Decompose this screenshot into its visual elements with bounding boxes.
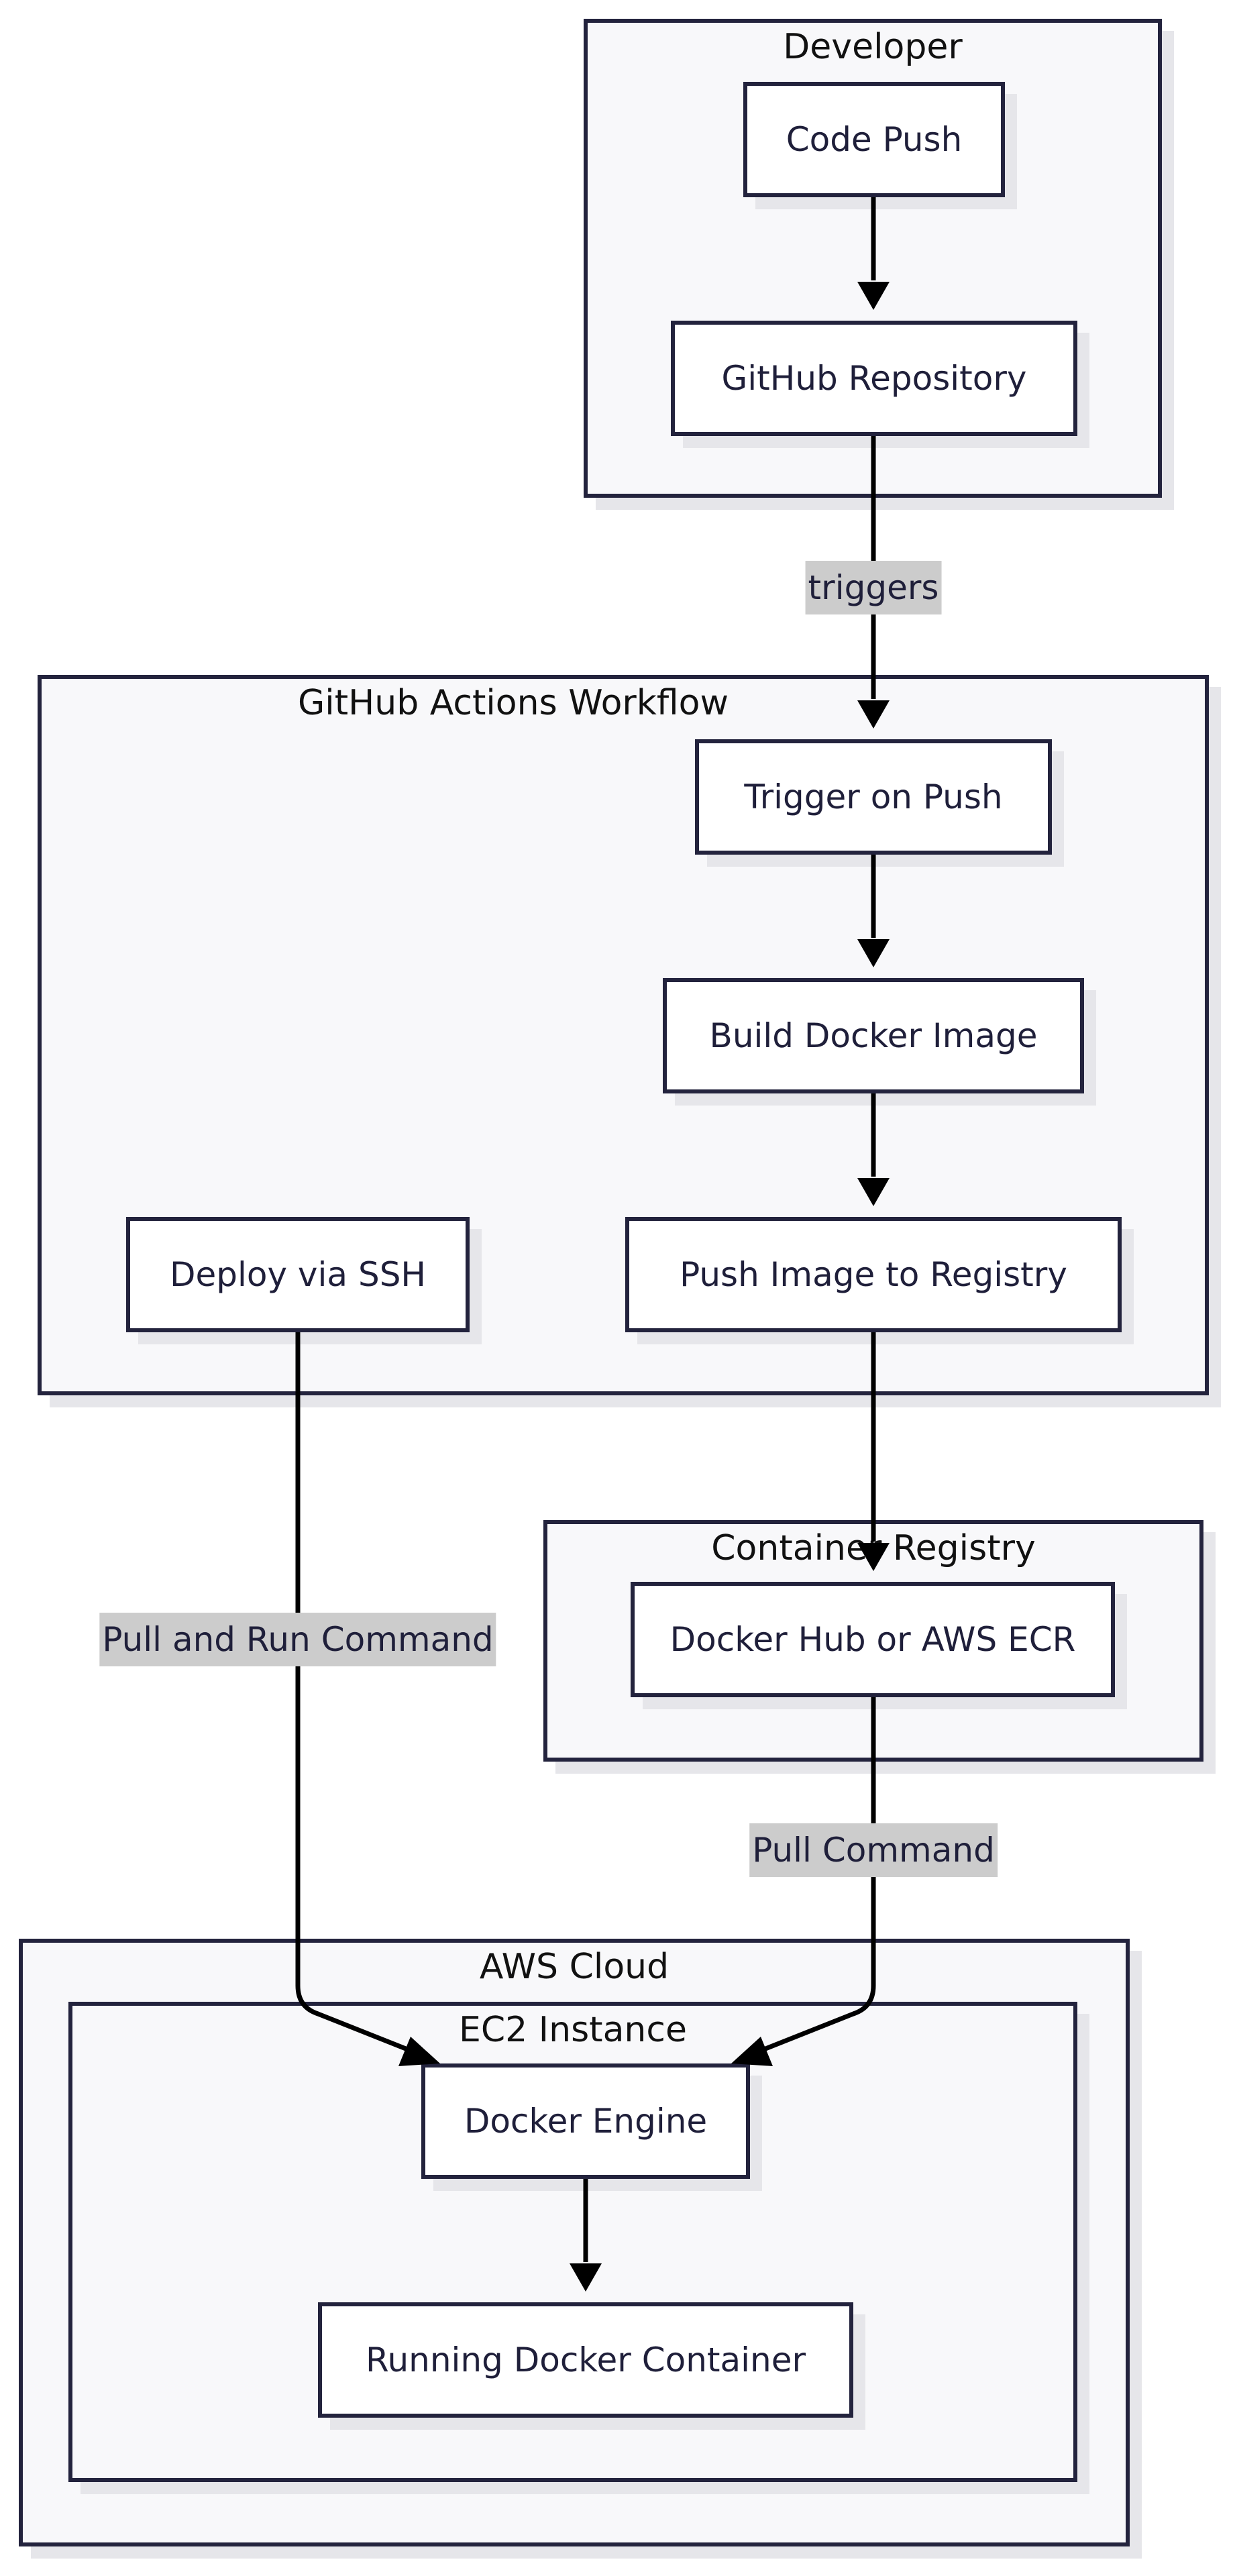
edge-registry-to-engine [754, 1697, 876, 2055]
arrowhead-icon [398, 2037, 440, 2066]
arrowhead-icon [857, 700, 890, 729]
node-push-image-to-registry[interactable]: Push Image to Registry [625, 1217, 1122, 1332]
node-github-repository[interactable]: GitHub Repository [671, 321, 1077, 436]
arrowhead-icon [857, 1543, 890, 1571]
node-running-docker-container[interactable]: Running Docker Container [318, 2302, 853, 2418]
arrowhead-icon [570, 2263, 602, 2292]
edge-label-pull-command: Pull Command [749, 1823, 998, 1877]
node-docker-hub-or-aws-ecr[interactable]: Docker Hub or AWS ECR [631, 1582, 1115, 1697]
node-deploy-via-ssh[interactable]: Deploy via SSH [126, 1217, 470, 1332]
node-docker-engine[interactable]: Docker Engine [421, 2063, 750, 2179]
arrowhead-icon [857, 1178, 890, 1206]
arrowhead-icon [731, 2037, 773, 2066]
arrowhead-icon [857, 282, 890, 310]
node-build-docker-image[interactable]: Build Docker Image [663, 978, 1084, 1093]
edge-label-pull-and-run: Pull and Run Command [99, 1613, 496, 1666]
cluster-title-aws-cloud: AWS Cloud [479, 1947, 669, 1987]
arrowhead-icon [857, 939, 890, 967]
edge-deploy-to-engine [295, 1332, 417, 2055]
cluster-title-github-actions: GitHub Actions Workflow [298, 683, 729, 723]
cluster-title-ec2: EC2 Instance [459, 2010, 687, 2050]
node-code-push[interactable]: Code Push [743, 82, 1005, 197]
node-trigger-on-push[interactable]: Trigger on Push [695, 739, 1052, 855]
edge-label-triggers: triggers [805, 561, 942, 614]
cluster-title-developer: Developer [783, 27, 963, 67]
